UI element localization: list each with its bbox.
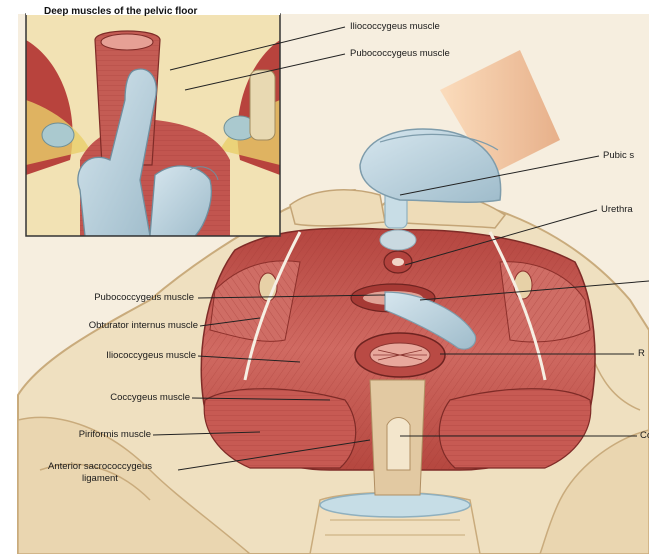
label-iliococcygeus: Iliococcygeus muscle [106, 351, 196, 361]
inset-diagram [26, 2, 280, 236]
label-rectum: R [638, 349, 645, 359]
label-inset-iliococcygeus: Iliococcygeus muscle [350, 22, 440, 32]
label-obturator-internus: Obturator internus muscle [89, 321, 198, 331]
label-sacrococcygeal-line1: Anterior sacrococcygeus [20, 462, 180, 472]
muscle-sheet [201, 228, 595, 495]
inset-title: Deep muscles of the pelvic floor [44, 6, 197, 17]
label-pubococcygeus: Pubococcygeus muscle [94, 293, 194, 303]
label-coccygeus: Coccygeus muscle [110, 393, 190, 403]
label-coccyx: Co [640, 431, 649, 441]
label-piriformis: Piriformis muscle [79, 430, 151, 440]
label-urethra: Urethra [601, 205, 633, 215]
label-sacrococcygeal-line2: ligament [20, 474, 180, 484]
label-inset-pubococcygeus: Pubococcygeus muscle [350, 49, 450, 59]
label-pubic-symphysis: Pubic s [603, 151, 634, 161]
